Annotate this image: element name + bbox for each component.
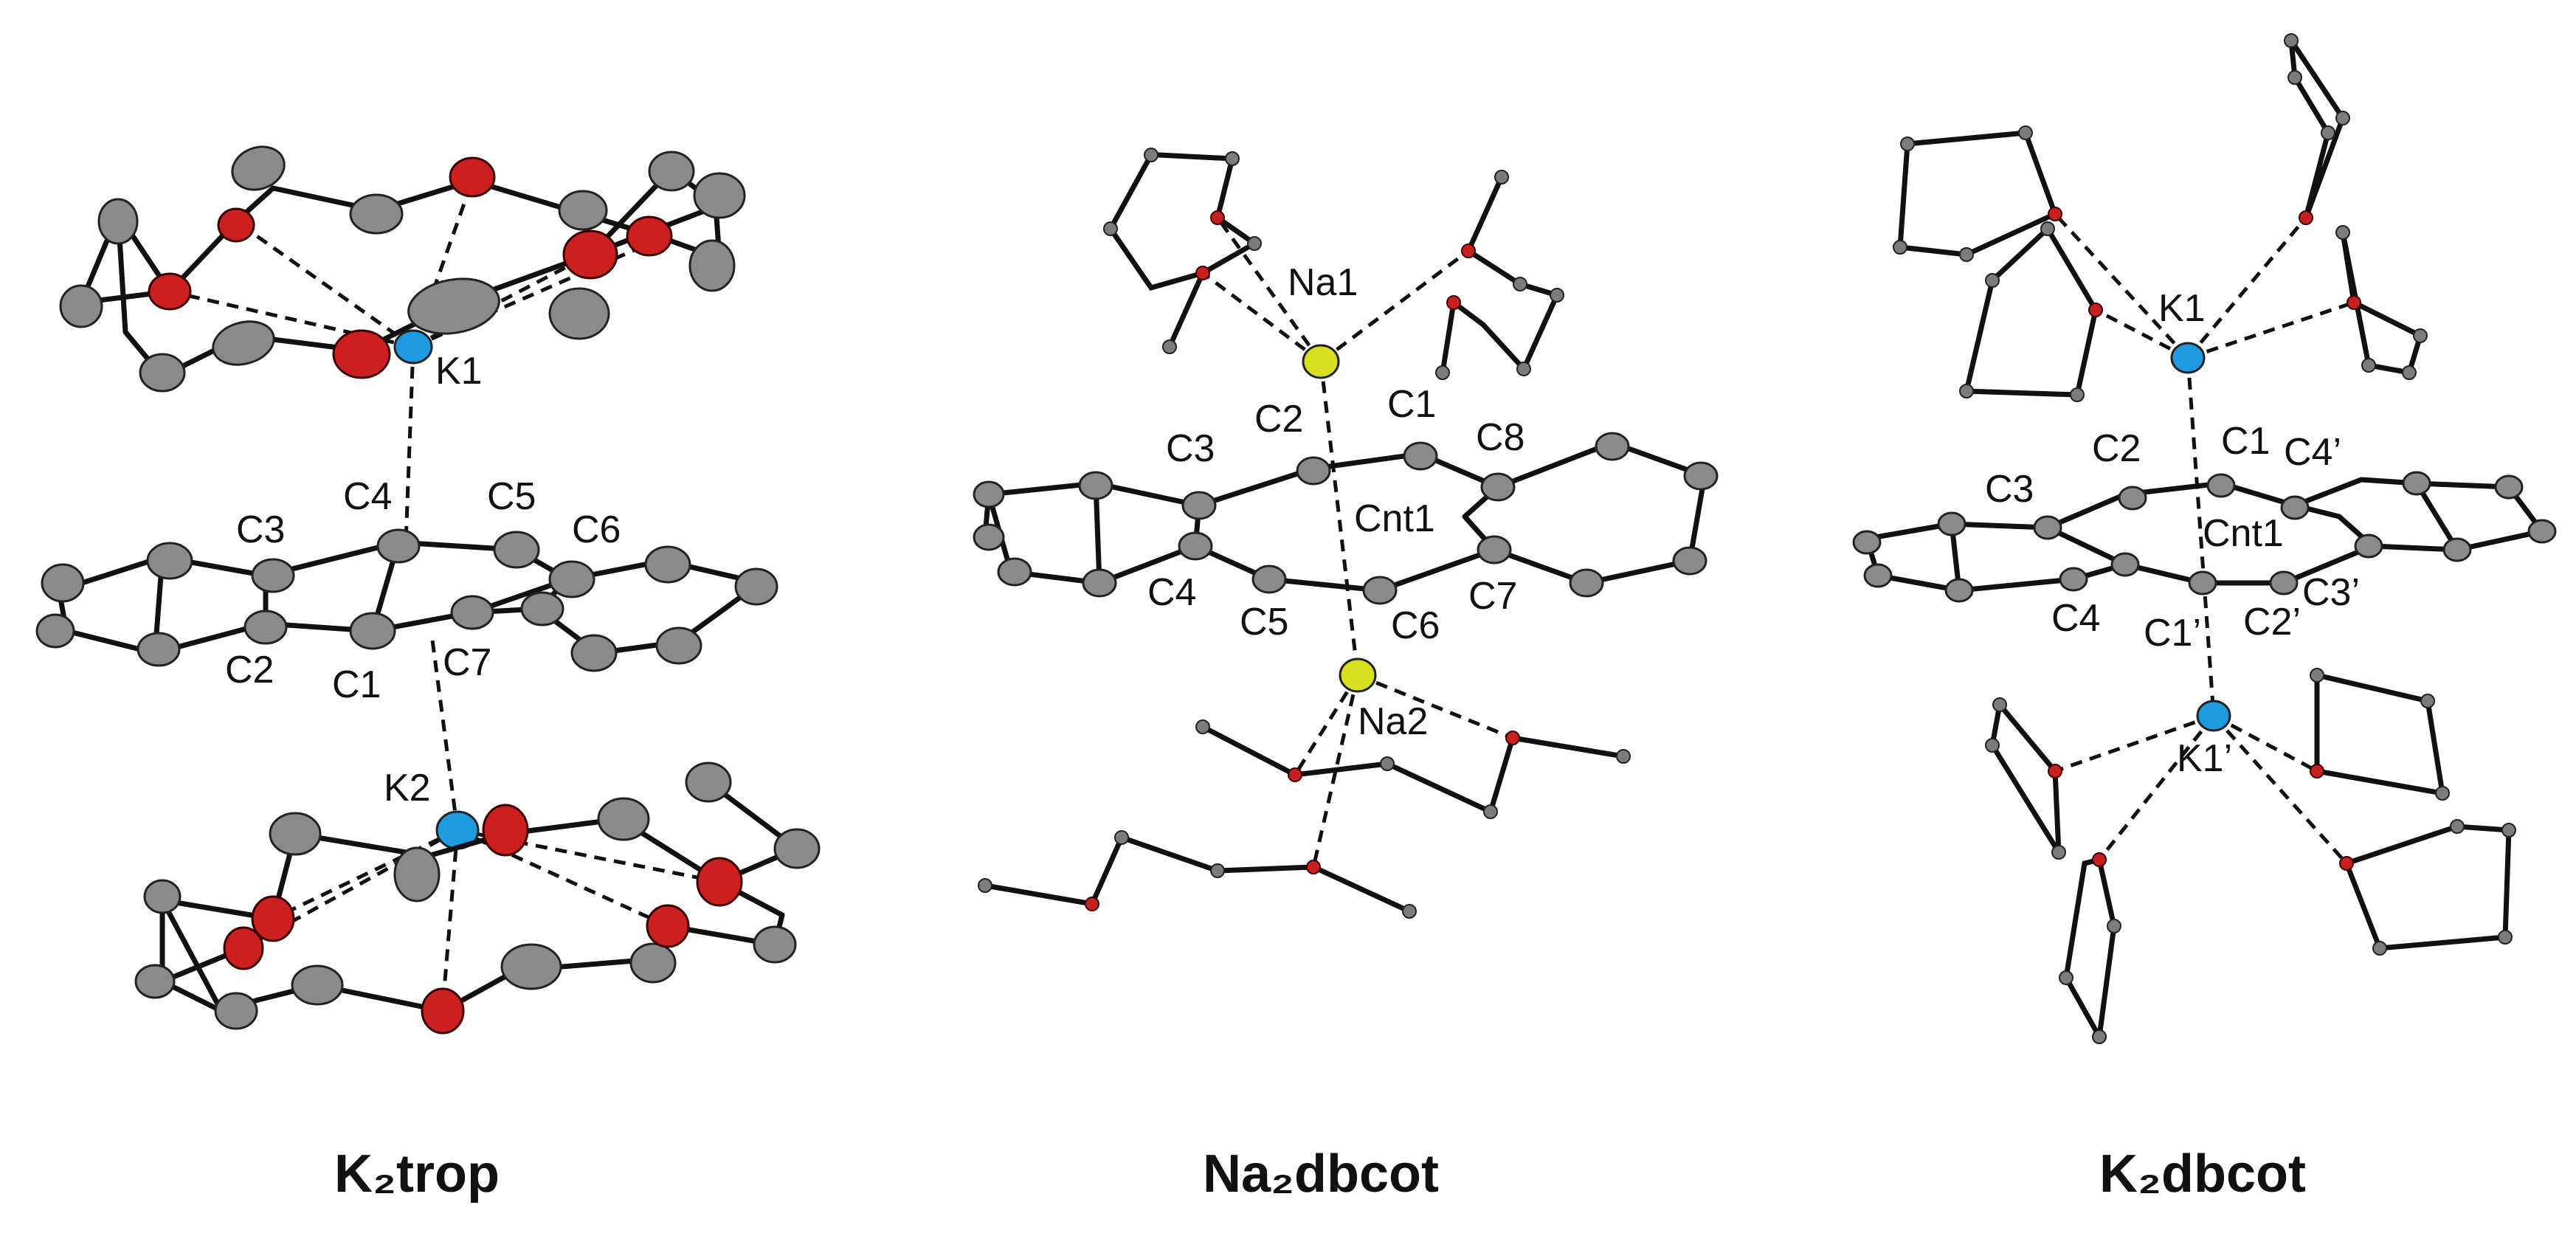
label-c2-prime: C2’ [2243, 601, 2301, 643]
k1-prime-atom [2196, 700, 2231, 732]
k1-prime-ligands [1989, 671, 2512, 1045]
label-c4-prime: C4’ [2284, 431, 2341, 474]
panel-title-na2dbcot: Na₂dbcot [1203, 1144, 1439, 1204]
label-k1: K1 [435, 350, 483, 393]
dbcot-core-k-atoms [1852, 471, 2557, 603]
label-c2: C2 [2092, 427, 2141, 470]
label-na1: Na1 [1288, 261, 1358, 304]
panel-k2trop: K1 C4 C5 C3 C6 C2 C1 C7 K2 K₂trop [35, 145, 821, 1204]
crown-ether-lower-atoms [134, 762, 821, 1035]
k1-ligands [1897, 39, 2424, 398]
na-coordination-lines [1201, 216, 1513, 868]
panel-k2dbcot: K1 C2 C1 C4’ C3 Cnt1 C3’ C2’ C4 C1’ K1’ … [1852, 33, 2557, 1204]
panel-na2dbcot: Na1 C2 C1 C3 C8 Cnt1 C4 C7 C5 C6 Na2 Na₂… [973, 148, 1719, 1204]
label-c4: C4 [1147, 571, 1196, 614]
na2-ligands [982, 724, 1626, 914]
na2-atom [1339, 657, 1377, 693]
label-c5: C5 [487, 475, 536, 518]
label-c3: C3 [1166, 427, 1215, 470]
na1-ligand-atoms [1103, 148, 1564, 380]
label-c1: C1 [332, 663, 381, 706]
label-c4: C4 [343, 475, 392, 518]
label-c7: C7 [443, 641, 491, 684]
label-c1-prime: C1’ [2144, 612, 2201, 655]
panel-title-k2trop: K₂trop [334, 1144, 500, 1204]
label-c5: C5 [1240, 601, 1288, 643]
k-coordination-lines [2054, 213, 2355, 865]
label-c3: C3 [236, 508, 285, 551]
k1-ligand-atoms [1893, 33, 2428, 402]
panel-title-k2dbcot: K₂dbcot [2099, 1144, 2306, 1204]
label-c6: C6 [572, 508, 621, 551]
label-c3: C3 [1985, 468, 2034, 511]
k1-atom-dbcot [2170, 342, 2206, 374]
label-c3-prime: C3’ [2302, 571, 2360, 614]
dbcot-core-atoms [973, 432, 1719, 605]
label-c2: C2 [1254, 398, 1303, 441]
label-cnt1: Cnt1 [1354, 497, 1435, 540]
label-c1: C1 [1387, 383, 1436, 426]
label-c1: C1 [2221, 420, 2270, 463]
label-c8: C8 [1476, 416, 1524, 459]
crown-ether-upper-atoms [59, 145, 746, 393]
label-k1: K1 [2158, 287, 2206, 330]
label-c7: C7 [1468, 575, 1517, 618]
label-c2: C2 [225, 649, 274, 691]
label-k1-prime: K1’ [2177, 737, 2232, 780]
k1-atom [393, 329, 433, 365]
label-k2: K2 [384, 767, 431, 809]
label-c4: C4 [2051, 597, 2100, 640]
na1-atom [1302, 344, 1340, 379]
label-cnt1: Cnt1 [2203, 512, 2284, 555]
na2-ligand-atoms [978, 719, 1631, 919]
label-na2: Na2 [1358, 700, 1428, 743]
k1-prime-ligand-atoms [1985, 668, 2516, 1044]
label-c6: C6 [1391, 604, 1440, 647]
carbanion-core-atoms [35, 528, 778, 672]
